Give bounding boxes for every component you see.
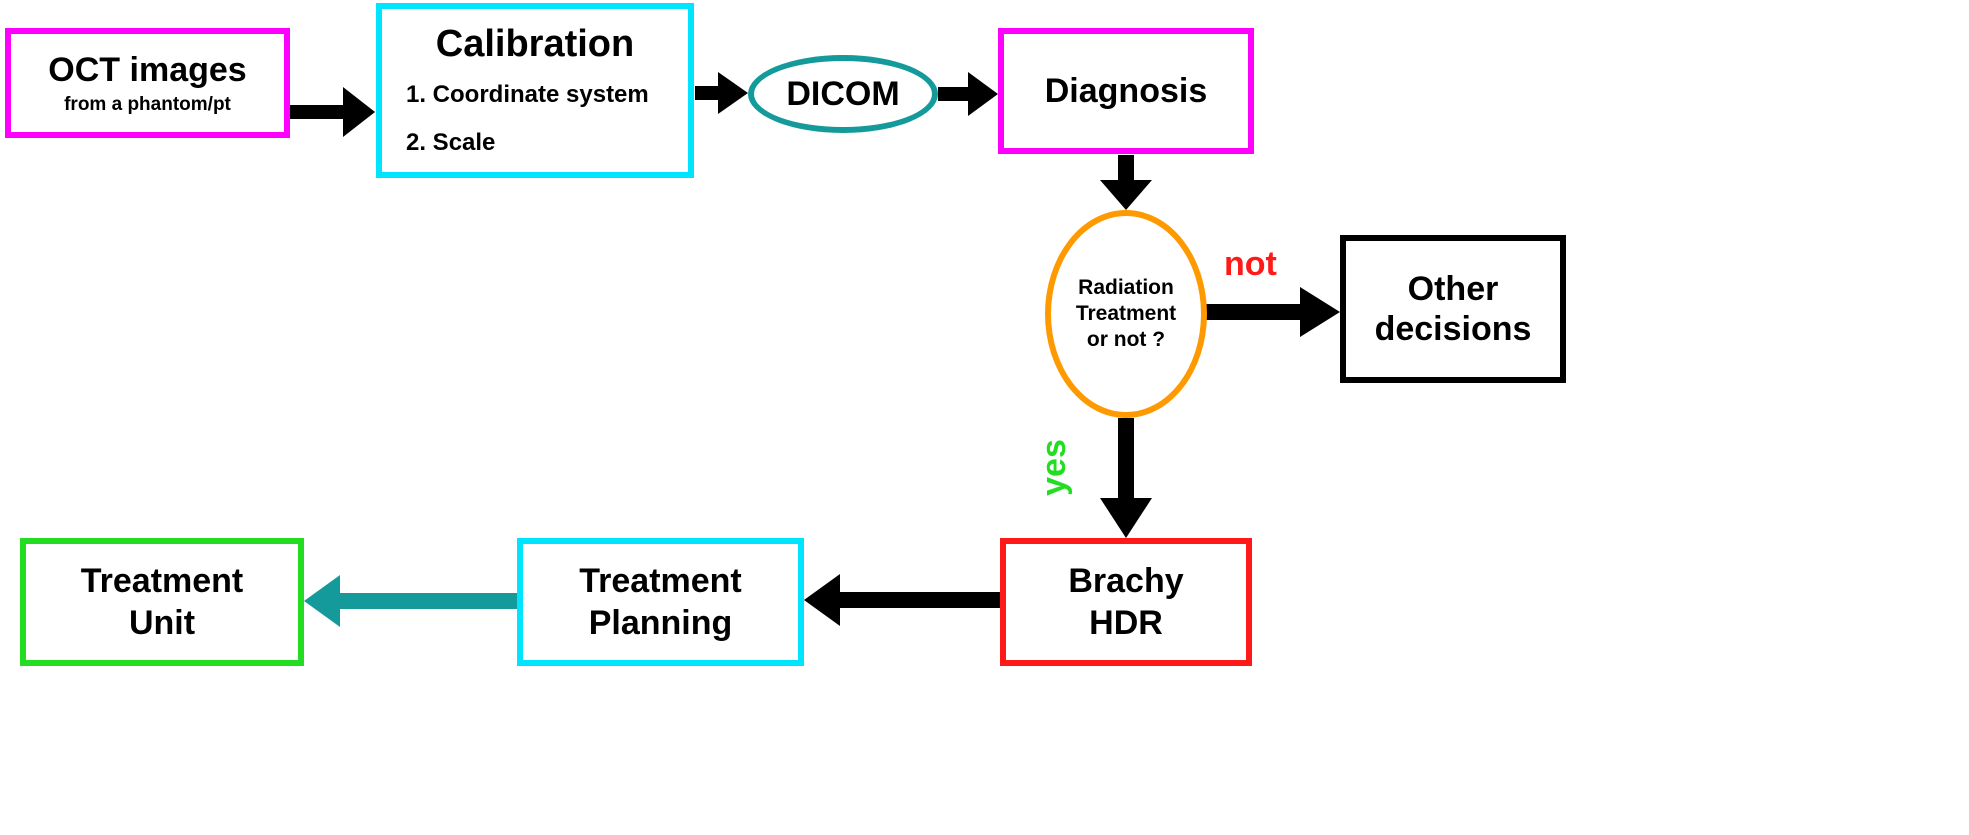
treatment-planning-node: Treatment Planning [517,538,804,666]
oct-images-node: OCT images from a phantom/pt [5,28,290,138]
arrow-oct-to-calibration [290,87,375,137]
calibration-title: Calibration [435,23,635,65]
oct-images-title: OCT images [48,50,247,89]
decision-line-1: Radiation [1078,276,1174,299]
dicom-node: DICOM [748,55,938,133]
calibration-item-scale: 2. Scale [406,129,496,156]
arrow-dicom-to-diagnosis [938,72,998,116]
diagnosis-label: Diagnosis [1044,71,1208,110]
other-decisions-node: Other decisions [1340,235,1566,383]
oct-images-subtitle: from a phantom/pt [64,93,231,115]
diagnosis-node: Diagnosis [998,28,1254,154]
other-decisions-line-1: Other [1407,270,1499,308]
planning-line-1: Treatment [579,562,742,600]
arrow-calibration-to-dicom [695,72,748,114]
unit-line-1: Treatment [80,562,244,600]
arrow-brachy-to-planning [804,574,1000,626]
other-decisions-line-2: decisions [1374,310,1532,348]
calibration-node: Calibration 1. Coordinate system 2. Scal… [376,3,694,178]
unit-line-2: Unit [128,604,196,642]
brachy-line-1: Brachy [1068,562,1184,600]
edge-label-not: not [1224,245,1277,283]
planning-line-2: Planning [588,604,733,642]
arrow-diagnosis-to-decision [1100,155,1152,210]
decision-line-3: or not ? [1086,328,1166,351]
arrow-planning-to-unit [304,575,518,627]
brachy-line-2: HDR [1089,604,1163,642]
arrow-decision-to-brachy [1100,418,1152,538]
radiation-decision-node: Radiation Treatment or not ? [1045,210,1207,418]
brachy-hdr-node: Brachy HDR [1000,538,1252,666]
calibration-item-coordinate-system: 1. Coordinate system [406,81,649,108]
decision-line-2: Treatment [1075,302,1177,325]
dicom-label: DICOM [786,74,900,113]
arrow-decision-to-other [1206,287,1340,337]
edge-label-yes: yes [1034,439,1073,496]
treatment-unit-node: Treatment Unit [20,538,304,666]
